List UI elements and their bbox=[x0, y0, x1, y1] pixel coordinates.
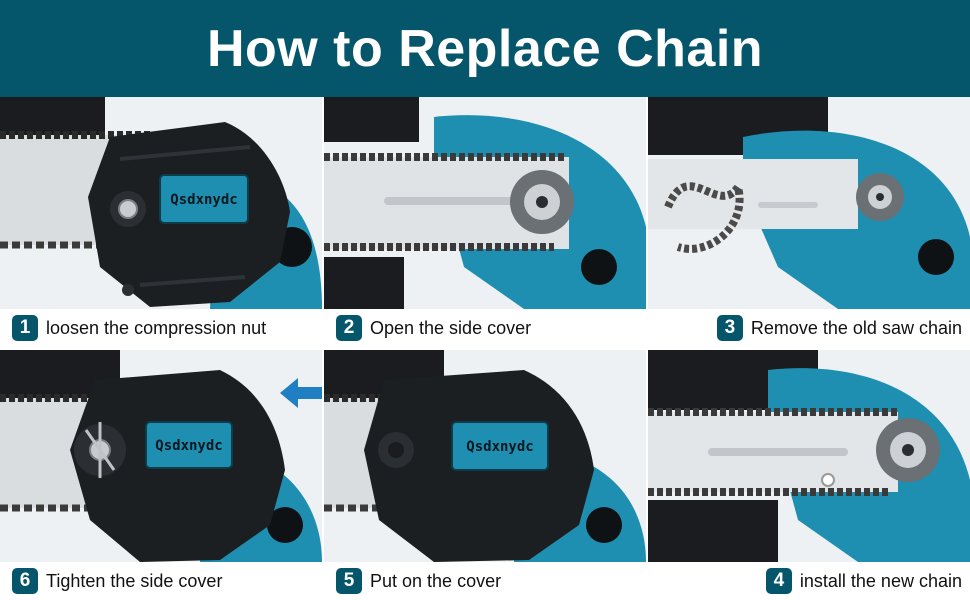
step-4-label: install the new chain bbox=[799, 570, 962, 591]
step-2-caption: 2 Open the side cover bbox=[324, 309, 646, 347]
grid-divider-middle bbox=[0, 347, 970, 350]
arrow-left-icon bbox=[280, 378, 322, 408]
step-5-photo: Qsdxnydc bbox=[324, 350, 646, 562]
step-2-photo bbox=[324, 97, 646, 309]
step-6-label: Tighten the side cover bbox=[46, 570, 223, 591]
step-panel-5: Qsdxnydc 5 Put on the cover bbox=[324, 350, 646, 600]
step-5-caption: 5 Put on the cover bbox=[324, 562, 646, 600]
page-header: How to Replace Chain bbox=[0, 0, 970, 97]
step-3-label: Remove the old saw chain bbox=[750, 317, 962, 338]
step-3-caption: 3 Remove the old saw chain bbox=[648, 309, 970, 347]
step-panel-2: 2 Open the side cover bbox=[324, 97, 646, 347]
step-4-caption: 4 install the new chain bbox=[648, 562, 970, 600]
step-1-number-badge: 1 bbox=[12, 315, 38, 341]
step-6-number-badge: 6 bbox=[12, 568, 38, 594]
step-panel-6: Qsdxnydc 6 Tighten the side cover bbox=[0, 350, 322, 600]
step-4-photo bbox=[648, 350, 970, 562]
brand-logo: Qsdxnydc bbox=[170, 192, 237, 208]
step-4-number-badge: 4 bbox=[765, 568, 792, 594]
step-1-label: loosen the compression nut bbox=[46, 317, 267, 338]
step-panel-1: Qsdxnydc 1 loosen the compression nut bbox=[0, 97, 322, 347]
brand-logo: Qsdxnydc bbox=[155, 438, 222, 454]
step-5-label: Put on the cover bbox=[370, 570, 502, 591]
step-2-number-badge: 2 bbox=[336, 315, 362, 341]
step-1-photo: Qsdxnydc bbox=[0, 97, 322, 309]
page-title: How to Replace Chain bbox=[206, 19, 764, 78]
step-3-number-badge: 3 bbox=[716, 315, 743, 341]
step-5-number-badge: 5 bbox=[336, 568, 362, 594]
step-2-label: Open the side cover bbox=[370, 317, 532, 338]
step-panel-3: 3 Remove the old saw chain bbox=[648, 97, 970, 347]
step-panel-4: 4 install the new chain bbox=[648, 350, 970, 600]
brand-logo: Qsdxnydc bbox=[466, 439, 533, 455]
step-1-caption: 1 loosen the compression nut bbox=[0, 309, 322, 347]
step-3-photo bbox=[648, 97, 970, 309]
step-6-photo: Qsdxnydc bbox=[0, 350, 322, 562]
step-6-caption: 6 Tighten the side cover bbox=[0, 562, 322, 600]
